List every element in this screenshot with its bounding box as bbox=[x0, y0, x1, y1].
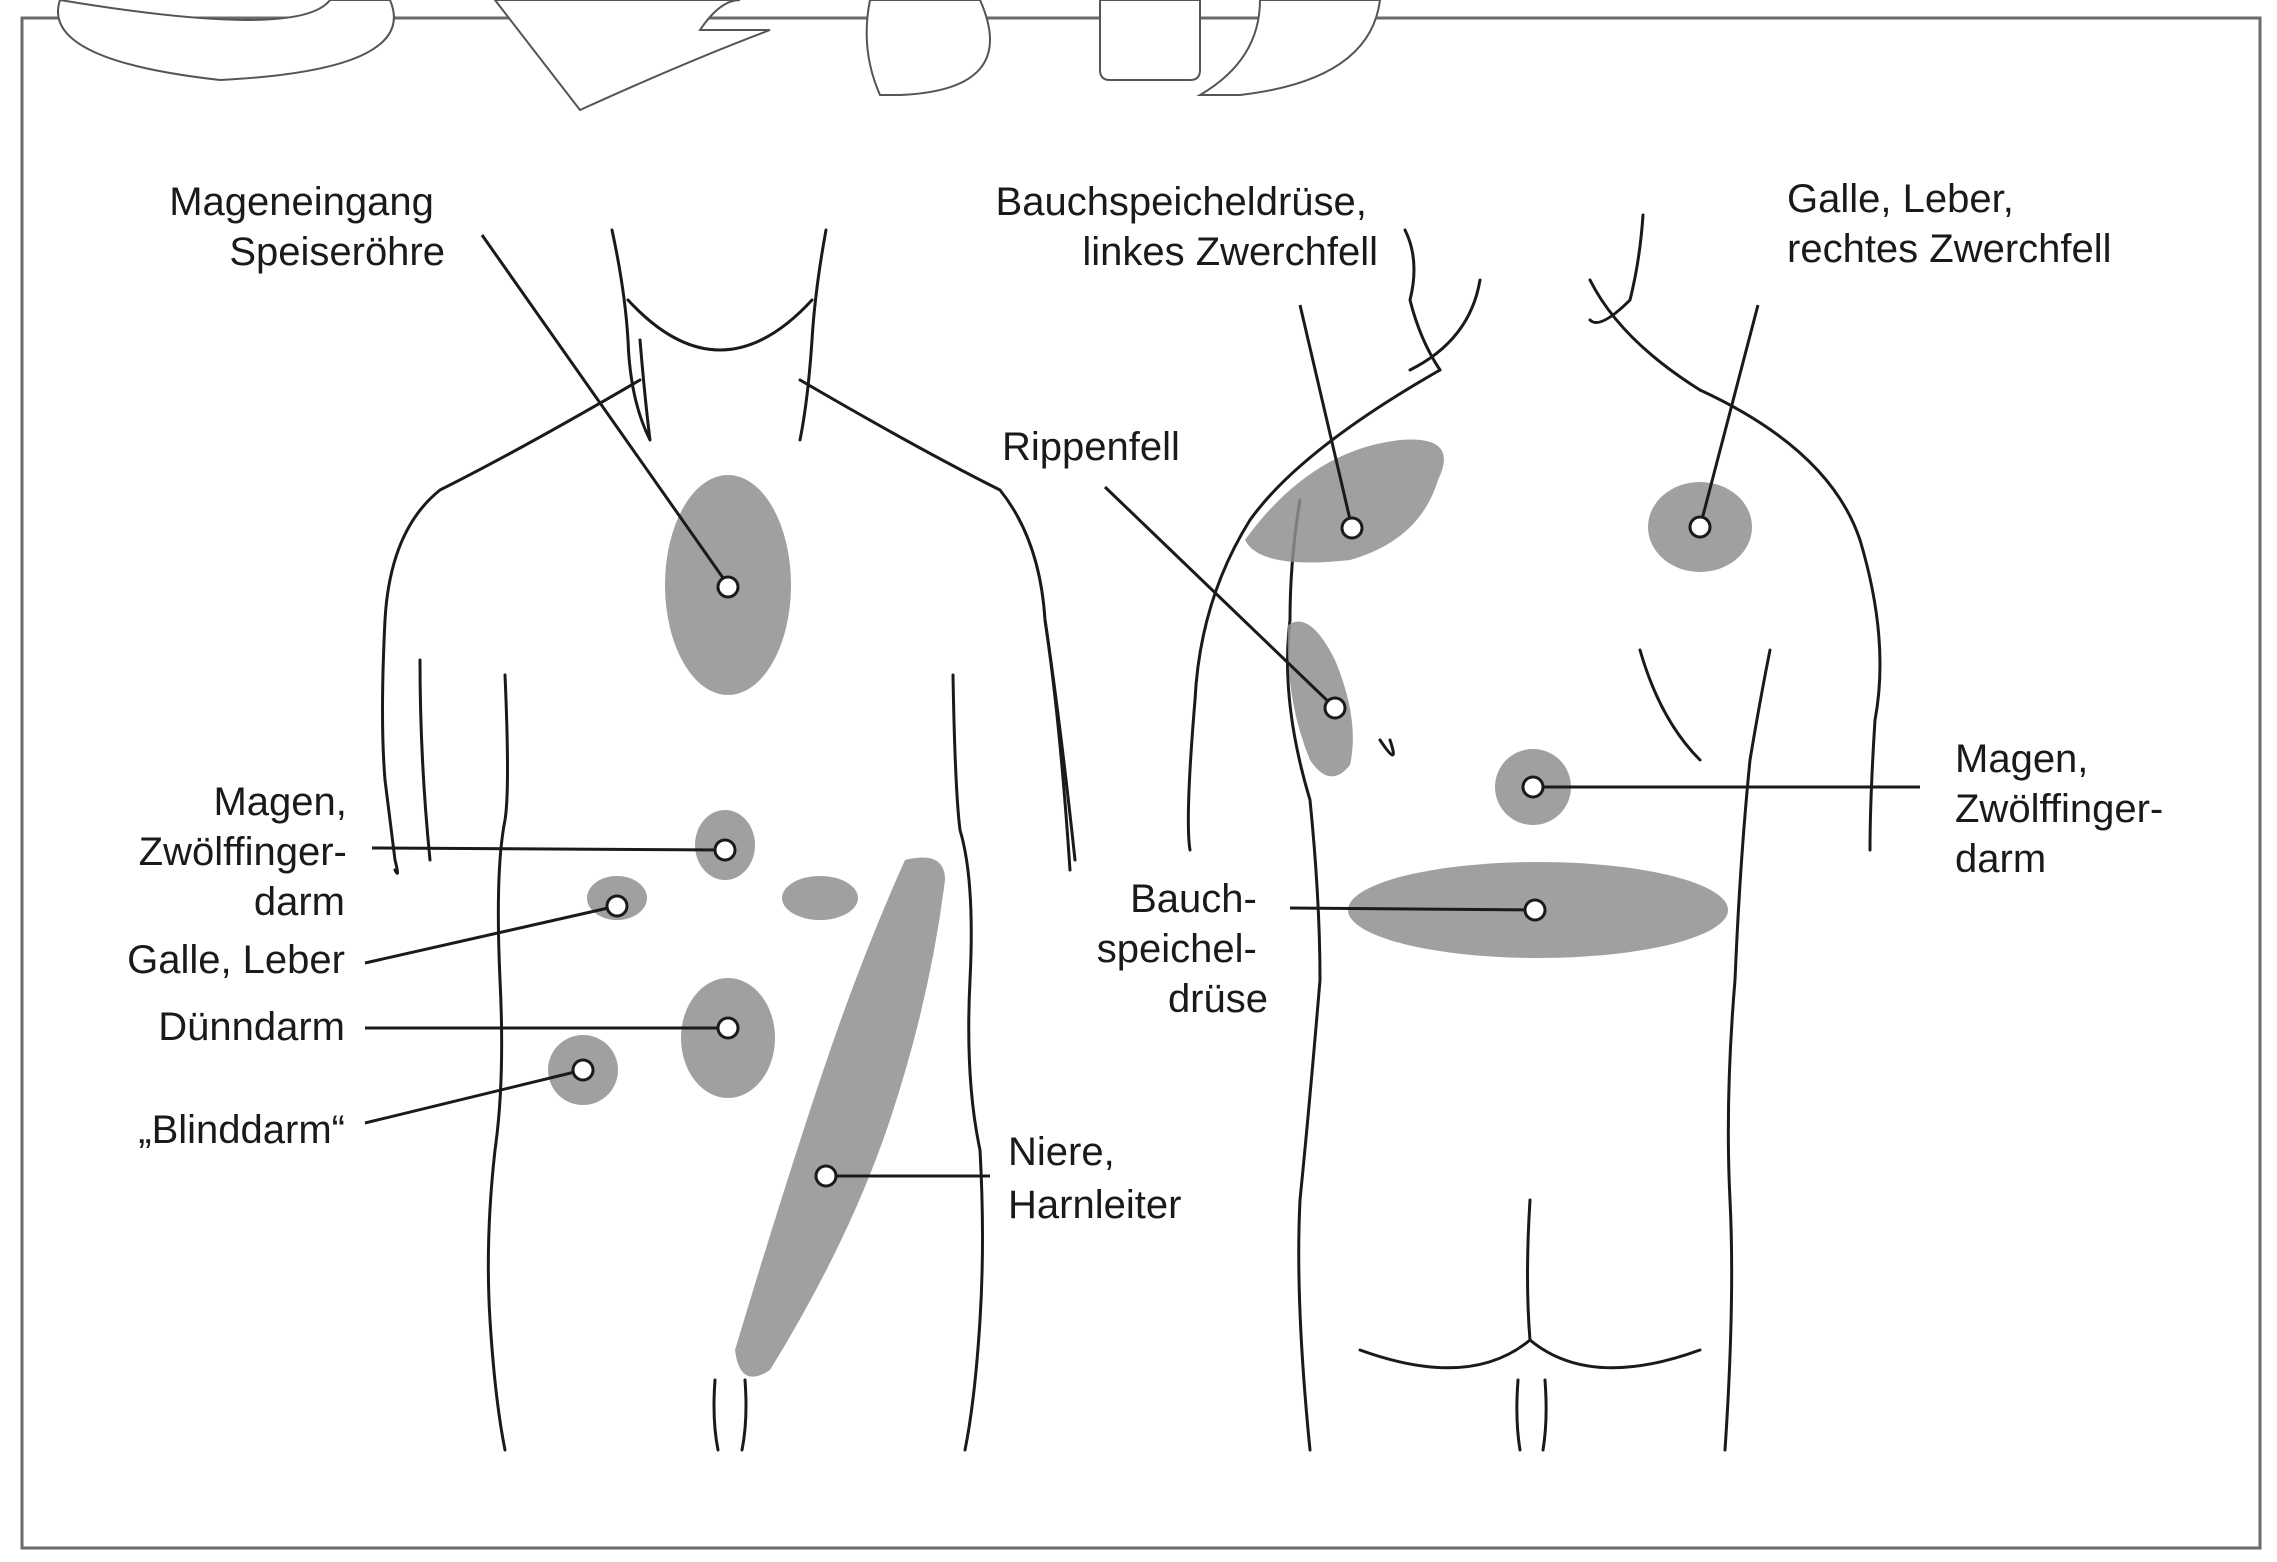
back-buttocks bbox=[1360, 1340, 1700, 1368]
point-blinddarm bbox=[573, 1060, 593, 1080]
label-niere: Niere, Harnleiter bbox=[1008, 1130, 1181, 1227]
back-neck-line-left bbox=[1410, 280, 1480, 370]
back-leader-lines bbox=[1105, 305, 1920, 910]
point-niere bbox=[816, 1166, 836, 1186]
point-magen-front bbox=[715, 840, 735, 860]
back-scapula-left bbox=[1380, 740, 1393, 755]
label-magen-front: Magen, Zwölffinger- darm bbox=[139, 780, 358, 924]
front-left-torso bbox=[488, 675, 507, 1450]
back-neck-right bbox=[1590, 215, 1643, 323]
point-rippenfell bbox=[1325, 698, 1345, 718]
point-bauchspeicheldruese bbox=[1525, 900, 1545, 920]
point-bauchspeicheldruese-top bbox=[1342, 518, 1362, 538]
front-left-arm-inner bbox=[385, 780, 398, 873]
label-blinddarm: „Blinddarm“ bbox=[138, 1108, 345, 1152]
front-chin bbox=[628, 300, 812, 350]
back-neck-left bbox=[1405, 230, 1440, 370]
back-pain-zones bbox=[1245, 440, 1752, 959]
label-galle-front: Galle, Leber bbox=[127, 938, 345, 982]
back-neck-line-right bbox=[1590, 280, 1700, 390]
leader-magen-front bbox=[372, 848, 725, 850]
zone-niere bbox=[735, 858, 945, 1377]
front-leg-left bbox=[714, 1380, 718, 1450]
front-labels: Mageneingang Speiseröhre Magen, Zwölffin… bbox=[127, 180, 1181, 1227]
point-mageneingang bbox=[718, 577, 738, 597]
label-duenndarm: Dünndarm bbox=[158, 1005, 345, 1049]
back-right-shoulder-arm bbox=[1700, 390, 1880, 850]
label-galle-top: Galle, Leber, rechtes Zwerchfell bbox=[1787, 177, 2112, 271]
label-bauchspeicheldruese-top: Bauchspeicheldrüse, linkes Zwerchfell bbox=[996, 180, 1378, 274]
leader-bauchspeicheldruese bbox=[1290, 908, 1535, 910]
label-rippenfell: Rippenfell bbox=[1002, 425, 1180, 469]
leader-galle-front bbox=[365, 906, 617, 963]
front-left-arm-outer bbox=[420, 660, 430, 860]
front-neck-right bbox=[800, 230, 826, 440]
back-right-torso bbox=[1725, 650, 1770, 1450]
leader-mageneingang bbox=[482, 235, 728, 585]
back-leg-left bbox=[1517, 1380, 1520, 1450]
front-neck-left bbox=[612, 230, 650, 440]
back-scapula-right bbox=[1640, 650, 1700, 760]
point-galle-front bbox=[607, 896, 627, 916]
label-mageneingang: Mageneingang Speiseröhre bbox=[169, 180, 445, 274]
front-leg-right bbox=[742, 1380, 746, 1450]
point-magen-back bbox=[1523, 777, 1543, 797]
back-points bbox=[1325, 517, 1710, 920]
front-pain-zones bbox=[548, 475, 945, 1377]
back-body bbox=[1188, 215, 1880, 1450]
front-right-arm-outer bbox=[1045, 620, 1070, 870]
point-duenndarm bbox=[718, 1018, 738, 1038]
point-galle-top bbox=[1690, 517, 1710, 537]
zone-small-front bbox=[782, 876, 858, 920]
label-magen-back: Magen, Zwölffinger- darm bbox=[1955, 737, 2174, 881]
leader-blinddarm bbox=[365, 1070, 583, 1123]
back-leg-right bbox=[1543, 1380, 1546, 1450]
front-right-torso bbox=[953, 675, 983, 1450]
label-bauchspeicheldruese: Bauch- speichel- drüse bbox=[1097, 877, 1268, 1021]
back-cleft bbox=[1528, 1200, 1531, 1340]
